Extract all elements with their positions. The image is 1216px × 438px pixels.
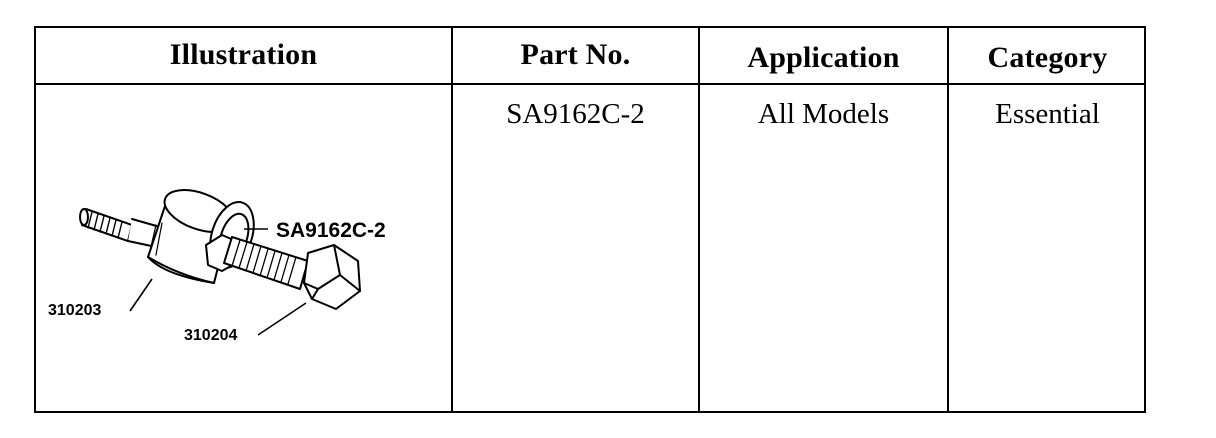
- cell-category: Essential: [995, 98, 1100, 130]
- header-application: Application: [747, 40, 900, 74]
- cell-application: All Models: [757, 98, 890, 130]
- column-divider: [451, 26, 453, 413]
- header-part-no: Part No.: [520, 37, 631, 71]
- parts-table-frame: [34, 26, 1146, 413]
- column-divider: [698, 26, 700, 413]
- column-divider: [947, 26, 949, 413]
- label-body-number: 310203: [48, 302, 101, 319]
- label-tool-number: SA9162C-2: [276, 219, 386, 242]
- header-divider: [34, 83, 1146, 85]
- header-illustration: Illustration: [169, 37, 318, 71]
- label-bolt-number: 310204: [184, 327, 237, 344]
- tool-illustration: SA9162C-2 310203 310204: [36, 85, 452, 411]
- cell-part-no: SA9162C-2: [506, 98, 645, 130]
- puller-tool-drawing: SA9162C-2 310203 310204: [48, 189, 386, 344]
- header-category: Category: [987, 40, 1108, 74]
